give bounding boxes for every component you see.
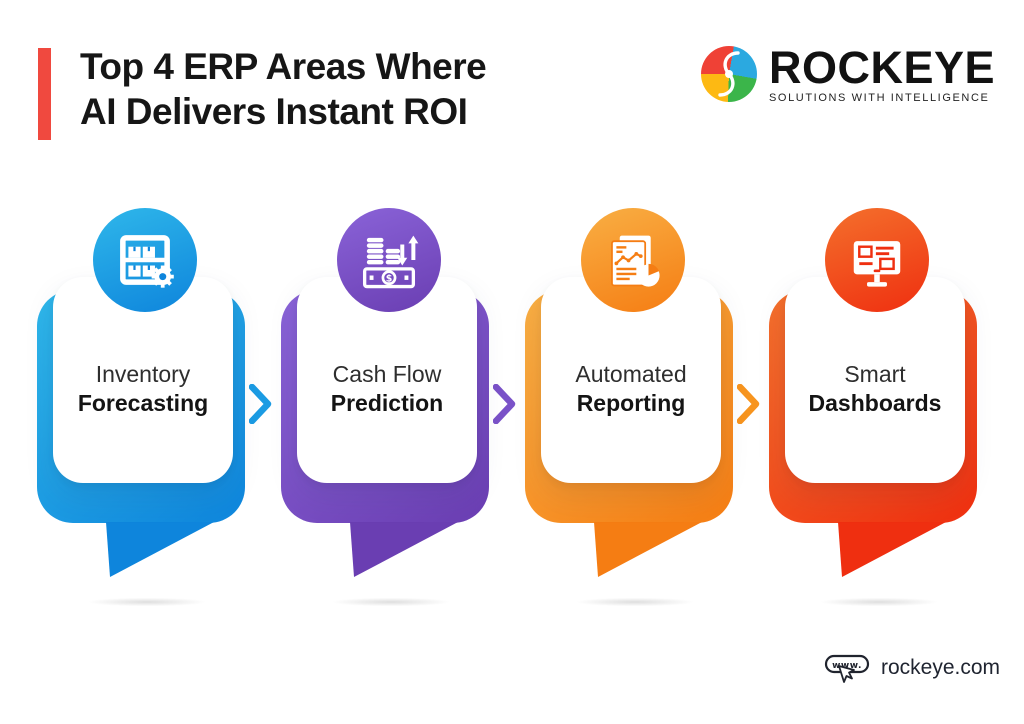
card-title-line1: Cash Flow (332, 361, 442, 387)
report-document-charts-icon (581, 208, 685, 312)
chevron-right-icon (737, 384, 760, 424)
card-title-line1: Inventory (95, 361, 191, 387)
svg-text:www.: www. (832, 661, 862, 671)
svg-text:$: $ (386, 273, 393, 284)
card-bubble-tail (594, 522, 702, 577)
card-bubble-tail (106, 522, 214, 577)
rockeye-logo: ROCKEYE SOLUTIONS WITH INTELLIGENCE (701, 42, 996, 104)
card-title-line1: Automated (575, 361, 687, 387)
card-ground-shadow (797, 596, 961, 608)
card-title-line2: Dashboards (808, 390, 942, 416)
title-accent-bar (38, 48, 51, 140)
card-ground-shadow (309, 596, 473, 608)
logo-tagline: SOLUTIONS WITH INTELLIGENCE (769, 92, 990, 104)
page-title: Top 4 ERP Areas Where AI Delivers Instan… (80, 44, 487, 134)
website-url: rockeye.com (881, 656, 1001, 679)
card-title-line2: Reporting (576, 390, 686, 416)
card-ground-shadow (65, 596, 229, 608)
card-bubble-tail (838, 522, 946, 577)
www-browser-cursor-icon: www. (824, 654, 870, 683)
card-automated-reporting: Automated Reporting (525, 200, 765, 630)
dashboard-monitor-icon (825, 208, 929, 312)
chevron-right-icon (493, 384, 516, 424)
page-title-line1: Top 4 ERP Areas Where (80, 46, 487, 87)
card-title-line1: Smart (844, 361, 906, 387)
card-title-line2: Forecasting (77, 390, 209, 416)
card-bubble-tail (350, 522, 458, 577)
card-inventory-forecasting: Inventory Forecasting (37, 200, 277, 630)
coins-money-arrows-icon: $ (337, 208, 441, 312)
page-title-line2: AI Delivers Instant ROI (80, 91, 468, 132)
card-title-line2: Prediction (330, 390, 444, 416)
card-ground-shadow (553, 596, 717, 608)
card-body: Automated Reporting (541, 277, 721, 483)
card-cash-flow-prediction: Cash Flow Prediction (281, 200, 521, 630)
rockeye-swirl-icon (701, 46, 757, 102)
chevron-right-icon (249, 384, 272, 424)
logo-wordmark: ROCKEYE (769, 42, 996, 93)
card-smart-dashboards: Smart Dashboards (769, 200, 1009, 630)
footer-website: www. rockeye.com (824, 652, 1000, 684)
inventory-shelf-gear-icon (93, 208, 197, 312)
card-body: Smart Dashboards (785, 277, 965, 483)
logo-text: ROCKEYE SOLUTIONS WITH INTELLIGENCE (769, 42, 996, 104)
